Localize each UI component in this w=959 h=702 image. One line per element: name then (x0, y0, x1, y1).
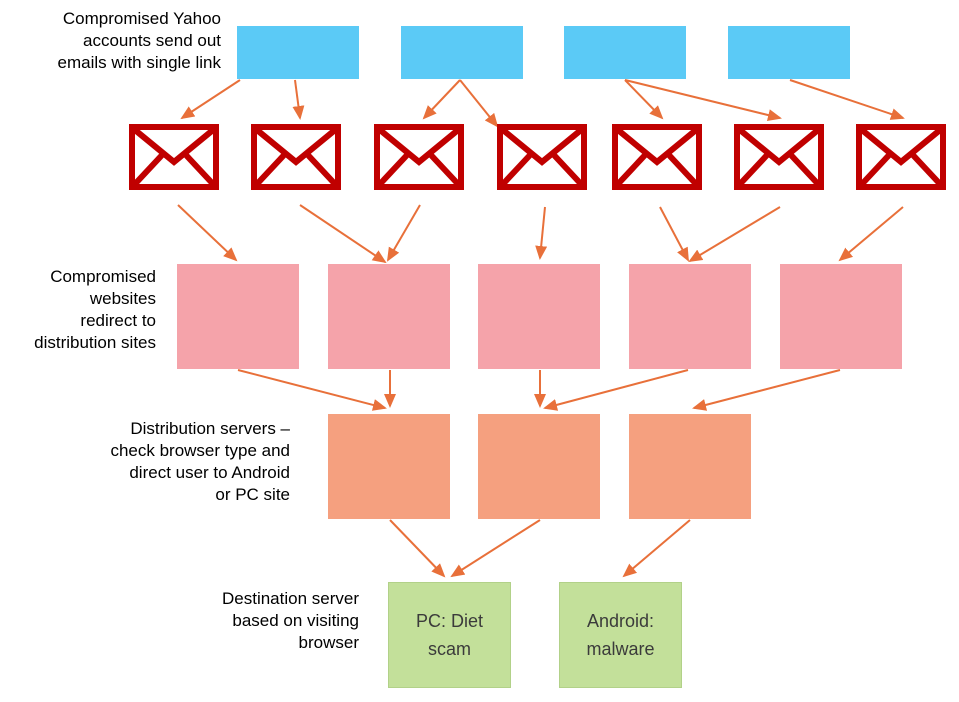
arrow (299, 204, 387, 264)
label-line: redirect to (80, 311, 156, 330)
label-line: Destination server (221, 589, 359, 608)
yahoo-account-box (401, 26, 523, 79)
yahoo-account-box (564, 26, 686, 79)
label-line: Compromised (50, 267, 156, 286)
label-line: based on visiting (232, 611, 359, 630)
compromised-website-box (478, 264, 600, 369)
distribution-server-box (629, 414, 751, 519)
envelope-icon (497, 124, 587, 190)
arrow (389, 519, 446, 578)
arrow (292, 79, 305, 120)
label-destination: Destination server based on visiting bro… (222, 588, 359, 654)
destination-text: Android: (586, 611, 655, 631)
compromised-website-box (629, 264, 751, 369)
label-distribution: Distribution servers – check browser typ… (110, 418, 290, 506)
envelope-icon (251, 124, 341, 190)
compromised-website-box (780, 264, 902, 369)
destination-android-box: Android: malware (559, 582, 682, 688)
destination-pc-box: PC: Diet scam (388, 582, 511, 688)
compromised-website-box (177, 264, 299, 369)
envelope-icon (374, 124, 464, 190)
label-websites: Compromised websites redirect to distrib… (34, 266, 156, 354)
label-line: accounts send out (83, 31, 221, 50)
arrow (386, 204, 421, 262)
arrow (838, 206, 904, 262)
arrow (422, 79, 461, 120)
label-line: websites (89, 289, 156, 308)
arrow (622, 519, 691, 578)
distribution-server-box (328, 414, 450, 519)
arrow (543, 369, 689, 411)
envelope-icon (129, 124, 219, 190)
yahoo-account-box (237, 26, 359, 79)
arrow (688, 206, 781, 263)
arrow (450, 519, 541, 578)
destination-text: PC: Diet (415, 611, 484, 631)
arrow (659, 206, 689, 262)
destination-text: scam (427, 639, 471, 659)
label-line: browser (298, 633, 359, 652)
envelope-icon (856, 124, 946, 190)
label-line: Compromised Yahoo (62, 9, 221, 28)
label-line: direct user to Android (129, 463, 290, 482)
compromised-website-box (328, 264, 450, 369)
arrow (624, 79, 782, 121)
arrow (177, 204, 238, 262)
envelope-icon (734, 124, 824, 190)
arrow (180, 79, 241, 120)
distribution-server-box (478, 414, 600, 519)
arrow (624, 79, 664, 120)
arrow (692, 369, 841, 411)
arrow (459, 79, 499, 128)
label-line: check browser type and (110, 441, 290, 460)
label-line: distribution sites (34, 333, 156, 352)
label-line: Distribution servers – (130, 419, 290, 438)
destination-text: malware (586, 639, 655, 659)
label-line: emails with single link (57, 53, 221, 72)
label-accounts: Compromised Yahoo accounts send out emai… (58, 8, 221, 74)
label-line: or PC site (215, 485, 290, 504)
arrow (237, 369, 387, 411)
envelope-icon (612, 124, 702, 190)
arrow (789, 79, 905, 120)
yahoo-account-box (728, 26, 850, 79)
arrow (535, 206, 548, 260)
connector-arrows (177, 79, 905, 578)
